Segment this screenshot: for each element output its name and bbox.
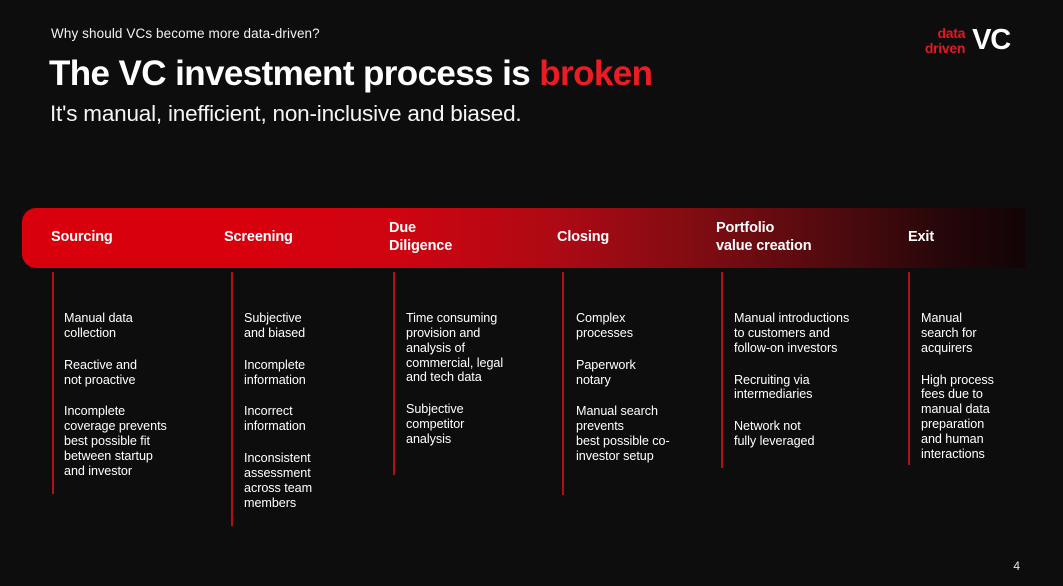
list-item: Incorrect information [244,404,306,434]
list-item: Incomplete information [244,357,306,387]
column-items-closing: Complex processes Paperwork notary Manua… [576,311,726,464]
column-items-exit: Manual search for acquirers High process… [921,311,1046,462]
stage-label-due-diligence: Due Diligence [389,220,453,254]
list-item: Incomplete coverage prevents best possib… [64,404,167,478]
list-item: Manual introductions to customers and fo… [734,311,850,355]
column-divider-portfolio-value-creation [721,272,723,468]
brand-logo: data driven VC [924,24,1011,56]
logo-line-2: driven [924,39,966,56]
logo-line-1: data [937,25,966,42]
column-divider-due-diligence [393,272,395,475]
list-item: Subjective competitor analysis [406,402,465,447]
list-item: High process fees due to manual data pre… [921,372,994,461]
column-items-screening: Subjective and biased Incomplete informa… [244,311,384,511]
stage-label-sourcing: Sourcing [51,229,113,246]
column-divider-exit [908,272,910,465]
column-divider-sourcing [52,272,54,494]
column-divider-closing [562,272,564,495]
page-title-main: The VC investment process is [49,54,540,93]
page-title: The VC investment process is broken [49,54,653,94]
list-item: Reactive and not proactive [64,357,137,387]
column-items-due-diligence: Time consuming provision and analysis of… [406,311,556,447]
logo-wordmark: data driven [924,25,966,56]
list-item: Inconsistent assessment across team memb… [244,451,313,510]
list-item: Recruiting via intermediaries [734,372,813,402]
list-item: Complex processes [576,311,633,340]
list-item: Subjective and biased [244,311,306,340]
stage-label-screening: Screening [224,229,293,246]
process-stage-bar: Sourcing Screening Due Diligence Closing… [22,208,1025,268]
list-item: Time consuming provision and analysis of… [406,311,504,385]
list-item: Manual data collection [64,311,133,340]
page-title-accent: broken [539,54,653,93]
slide-eyebrow: Why should VCs become more data-driven? [51,26,320,41]
stage-label-exit: Exit [908,229,934,246]
page-number: 4 [1013,559,1020,573]
stage-label-portfolio-value-creation: Portfolio value creation [716,220,812,254]
stage-label-closing: Closing [557,229,610,246]
column-divider-screening [231,272,233,526]
column-items-portfolio-value-creation: Manual introductions to customers and fo… [734,311,909,449]
slide-subtitle: It's manual, inefficient, non-inclusive … [50,101,522,126]
list-item: Network not fully leveraged [734,419,815,449]
logo-vc-mark: VC [972,24,1011,56]
pain-points-columns: Manual data collection Reactive and not … [0,268,1063,558]
list-item: Paperwork notary [576,357,636,387]
column-items-sourcing: Manual data collection Reactive and not … [64,311,216,479]
list-item: Manual search for acquirers [921,311,977,355]
list-item: Manual search prevents best possible co-… [576,404,670,464]
process-stage-bar-inner: Sourcing Screening Due Diligence Closing… [22,208,1025,268]
